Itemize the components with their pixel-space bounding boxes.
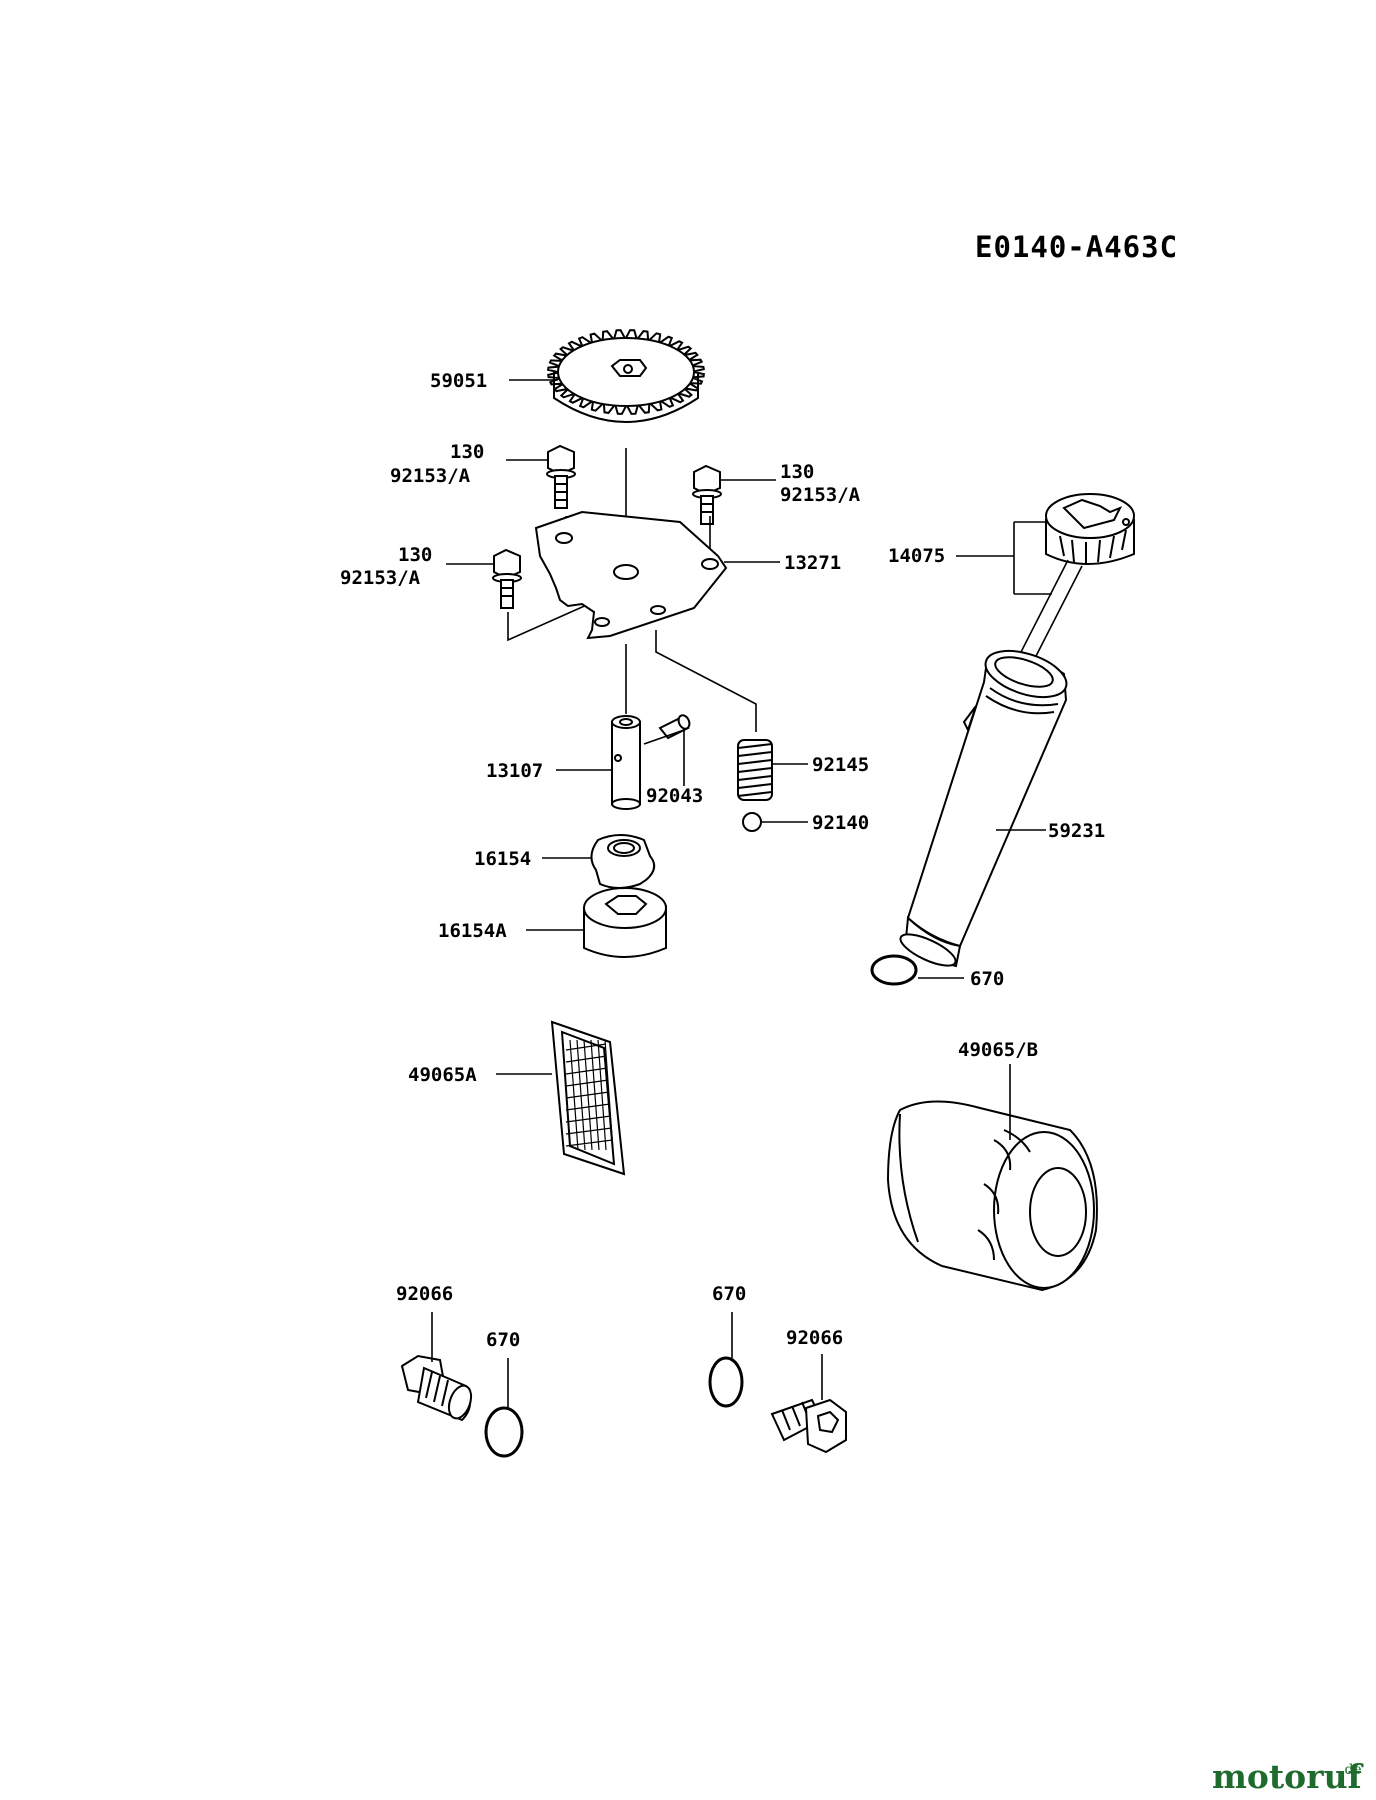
part-label-14075: 14075 [888,545,945,567]
pump-pin [658,714,691,740]
diagram-code: E0140-A463C [975,230,1178,264]
bolt-upper-left [546,444,576,509]
pump-cover-plate [534,510,728,640]
o-ring-left [484,1406,524,1458]
inner-rotor [590,834,656,889]
tube-o-ring [870,954,918,986]
svg-text:.de: .de [1340,1762,1362,1778]
part-label-670-left: 670 [486,1329,520,1351]
drain-plug-left [400,1354,473,1422]
part-label-130-left-upper: 130 [450,441,484,463]
part-label-92066-left: 92066 [396,1283,453,1305]
outer-rotor [583,887,667,958]
bolt-left [492,548,522,609]
oil-filter [886,1100,1098,1292]
part-label-670-right: 670 [712,1283,746,1305]
part-label-92153a-right: 92153/A [780,484,861,506]
oil-dipstick-cap [1045,493,1135,565]
part-label-92066-right: 92066 [786,1327,843,1349]
part-label-130-left: 130 [398,544,432,566]
part-label-59231: 59231 [1048,820,1105,842]
part-label-92043: 92043 [646,785,703,807]
part-label-13107: 13107 [486,760,543,782]
oil-pump-gear [546,329,706,423]
part-label-13271: 13271 [784,552,841,574]
part-label-16154a: 16154A [438,920,507,942]
part-label-16154: 16154 [474,848,531,870]
part-label-49065b: 49065/B [958,1039,1038,1061]
watermark-logo: motoruf .de [1212,1757,1364,1796]
oil-screen [550,1020,626,1176]
part-label-92153a-left: 92153/A [340,567,421,589]
oil-filler-tube [899,649,1068,968]
bolt-upper-right [692,464,722,525]
part-label-92140: 92140 [812,812,869,834]
part-label-670-tube: 670 [970,968,1004,990]
relief-ball [742,812,762,832]
part-label-59051: 59051 [430,370,487,392]
svg-text:motoruf: motoruf [1212,1757,1364,1796]
drain-plug-right [770,1398,847,1454]
part-label-130-right: 130 [780,461,814,483]
pump-shaft [611,715,641,810]
part-label-92145: 92145 [812,754,869,776]
o-ring-right [708,1356,744,1408]
part-label-92153a-left-upper: 92153/A [390,465,471,487]
part-label-49065a: 49065A [408,1064,477,1086]
relief-spring [737,739,773,801]
